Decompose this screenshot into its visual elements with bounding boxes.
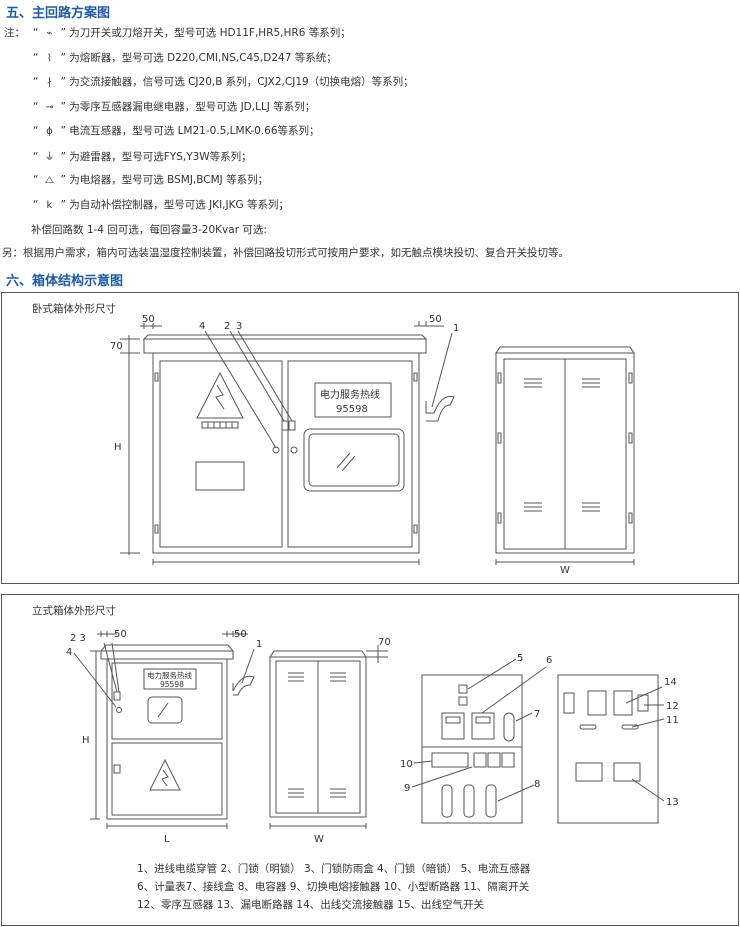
note-text: 为熔断器，型号可选 D220,CMI,NS,C45,D247 等系统； — [65, 51, 337, 64]
section5-title: 五、主回路方案图 — [6, 6, 111, 21]
legend-line-3: 12、零序互感器 13、漏电断路器 14、出线交流接触器 15、出线空气开关 — [137, 899, 484, 911]
callout-11: 11 — [666, 715, 679, 726]
service-sign-line1: 电力服务热线 — [320, 388, 380, 401]
note-text: 为自动补偿控制器，型号可选 JKI,JKG 等系列； — [65, 198, 289, 211]
quote-open: “ — [33, 100, 39, 113]
dim-w: W — [560, 565, 570, 576]
callout-6: 6 — [546, 655, 552, 666]
fuse-icon: ⌇ — [47, 52, 52, 64]
quote-open: “ — [33, 27, 39, 39]
callout-8: 8 — [534, 779, 540, 790]
callout-9: 9 — [404, 783, 410, 794]
contactor-icon: ∤ — [46, 77, 52, 88]
note-text: 为电熔器，型号可选 BSMJ,BCMJ 等系列； — [65, 174, 269, 186]
callout-7: 7 — [534, 709, 540, 720]
sign2-line1: 电力服务热线 — [147, 670, 192, 680]
callout-14: 14 — [664, 677, 677, 688]
note-text: 电流互感器，型号可选 LM21-0.5,LMK-0.66等系列； — [65, 125, 320, 137]
compensation-text: 补偿回路数 1-4 回可选，每回容量3-20Kvar 可选: — [31, 224, 267, 236]
quote-open: “ — [33, 198, 39, 211]
panel1-title: 卧式箱体外形尺寸 — [32, 303, 116, 315]
callout2-1: 1 — [256, 639, 262, 650]
callout-2: 2 — [224, 321, 230, 332]
note-prefix: 注： — [4, 27, 25, 39]
note-item: “ ∤ ” 为交流接触器，信号可选 CJ20,B 系列，CJX2,CJ19（切换电熔… — [33, 74, 414, 89]
dim2-50-right: 50 — [234, 629, 247, 640]
note-item: “ ⊸ ” 为零序互感器漏电继电器，型号可选 JD,LLJ 等系列； — [33, 99, 315, 114]
quote-close: ” — [60, 198, 66, 211]
quote-open: “ — [33, 150, 39, 163]
capacitor-icon: ⧍ — [44, 175, 55, 186]
quote-open: “ — [33, 125, 39, 137]
quote-close: ” — [60, 76, 66, 88]
dim2-70: 70 — [378, 637, 391, 648]
callout-1: 1 — [453, 323, 459, 334]
quote-open: “ — [33, 76, 39, 88]
dim2-w: W — [314, 834, 324, 845]
other-note-text: 另：根据用户需求，箱内可选装温湿度控制装置，补偿回路投切形式可按用户要求，如无触… — [2, 247, 569, 259]
quote-close: ” — [60, 125, 66, 137]
knife-switch-icon: ⌁ — [46, 28, 53, 39]
note-item: “ ⧍ ” 为电熔器，型号可选 BSMJ,BCMJ 等系列； — [33, 172, 268, 187]
note-item: “ ⌁ ” 为刀开关或刀熔开关，型号可选 HD11F,HR5,HR6 等系列； — [33, 25, 351, 40]
controller-icon: k — [46, 199, 53, 211]
note-text: 为刀开关或刀熔开关，型号可选 HD11F,HR5,HR6 等系列； — [65, 27, 351, 39]
sign2-line2: 95598 — [160, 680, 184, 689]
dim-70: 70 — [110, 341, 123, 352]
note-item: “ k ” 为自动补偿控制器，型号可选 JKI,JKG 等系列； — [33, 197, 289, 212]
legend-line-2: 6、计量表7、接线盒 8、电容器 9、切换电熔接触器 10、小型断路器 11、隔… — [137, 881, 530, 893]
residual-current-icon: ⊸ — [45, 101, 54, 113]
callout2-4: 4 — [66, 647, 72, 658]
dim-50-left: 50 — [142, 314, 155, 325]
note-item: “ ⏚ ” 为避雷器，型号可选FYS,Y3W等系列； — [33, 148, 252, 164]
dim2-50-left: 50 — [114, 629, 127, 640]
quote-close: ” — [60, 150, 66, 163]
dim2-h: H — [82, 735, 90, 746]
dim-50-right: 50 — [429, 314, 442, 325]
legend-line-1: 1、进线电缆穿管 2、门锁（明锁） 3、门锁防雨盒 4、门锁（暗锁） 5、电流互… — [137, 863, 531, 875]
quote-close: ” — [60, 51, 66, 64]
panel2-title: 立式箱体外形尺寸 — [32, 605, 116, 617]
callout-13: 13 — [666, 797, 679, 808]
vertical-cabinet-drawing: 50 50 70 H L W 1 2 3 4 电力服务热线 95598 5 6 … — [66, 629, 679, 845]
quote-close: ” — [60, 100, 66, 113]
horizontal-cabinet-drawing: 50 50 70 H W 4 2 3 1 电力服务热线 95598 — [110, 314, 635, 576]
note-text: 为交流接触器，信号可选 CJ20,B 系列，CJX2,CJ19（切换电熔）等系列… — [65, 76, 414, 88]
note-text: 为零序互感器漏电继电器，型号可选 JD,LLJ 等系列； — [65, 100, 316, 113]
callout-10: 10 — [400, 759, 413, 770]
note-text: 为避雷器，型号可选FYS,Y3W等系列； — [65, 150, 252, 163]
callout-12: 12 — [666, 701, 679, 712]
quote-close: ” — [60, 27, 66, 39]
quote-open: “ — [33, 174, 39, 186]
callout2-23: 2 3 — [70, 633, 86, 644]
arrester-icon: ⏚ — [44, 151, 55, 163]
note-item: “ ϕ ” 电流互感器，型号可选 LM21-0.5,LMK-0.66等系列； — [33, 123, 320, 138]
callout-3: 3 — [236, 321, 242, 332]
note-item: “ ⌇ ” 为熔断器，型号可选 D220,CMI,NS,C45,D247 等系统； — [33, 50, 337, 65]
current-transformer-icon: ϕ — [46, 126, 53, 137]
quote-close: ” — [60, 174, 66, 186]
dim2-l: L — [164, 834, 170, 845]
quote-open: “ — [33, 51, 39, 64]
dim-h: H — [114, 442, 122, 453]
callout-4: 4 — [199, 321, 205, 332]
section6-title: 六、箱体结构示意图 — [6, 274, 124, 289]
vertical-cabinet-panel: 立式箱体外形尺寸 — [1, 594, 739, 926]
callout-5: 5 — [517, 653, 523, 664]
service-sign-line2: 95598 — [336, 404, 368, 415]
horizontal-cabinet-panel: 卧式箱体外形尺寸 — [1, 292, 739, 584]
